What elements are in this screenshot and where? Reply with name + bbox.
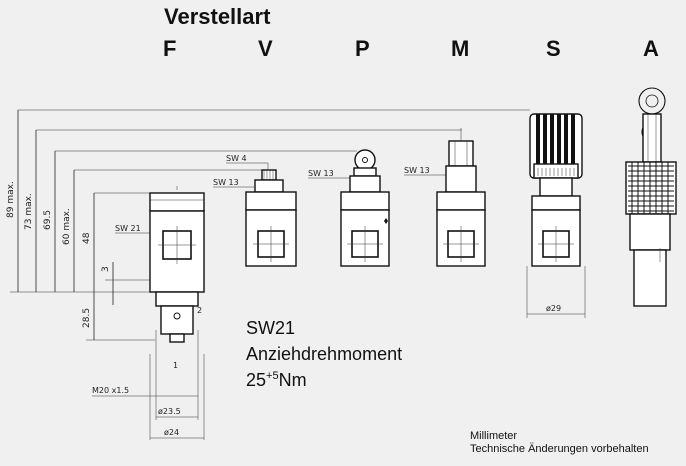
marker-1: 1	[173, 361, 178, 370]
dim-sw4: SW 4	[226, 154, 247, 163]
dim-d29: ø29	[546, 304, 561, 313]
dim-48: 48	[82, 232, 92, 244]
variant-a-drawing	[625, 87, 677, 307]
dim-sw21: SW 21	[115, 224, 141, 233]
torque-heading: Anziehdrehmoment	[246, 344, 403, 364]
dim-89-max: 89 max.	[6, 181, 16, 218]
dim-d24: ø24	[164, 428, 179, 437]
column-letter-p: P	[355, 36, 370, 61]
heading-title: Verstellart	[164, 4, 271, 29]
dim-d23-5: ø23.5	[158, 407, 181, 416]
column-letter-v: V	[258, 36, 273, 61]
column-letter-a: A	[643, 36, 659, 61]
dim-3: 3	[101, 266, 111, 272]
torque-unit: Nm	[278, 370, 307, 390]
torque-number: 25	[246, 370, 267, 390]
dim-sw13-m: SW 13	[404, 166, 430, 175]
height-dimension-lines	[10, 109, 530, 341]
dim-m20-thread: M20 x1.5	[92, 386, 129, 395]
footer-unit-note: Millimeter	[470, 430, 518, 442]
variant-s-drawing	[526, 113, 586, 318]
column-letter-f: F	[163, 36, 177, 61]
column-letter-m: M	[451, 36, 470, 61]
dim-28-5: 28.5	[82, 308, 92, 328]
dim-sw13-v: SW 13	[213, 178, 239, 187]
dim-sw13-p: SW 13	[308, 169, 334, 178]
variant-f-drawing	[149, 186, 205, 343]
torque-tolerance: +5	[266, 370, 279, 382]
torque-sw-label: SW21	[246, 318, 296, 338]
footer-disclaimer: Technische Änderungen vorbehalten	[470, 443, 649, 455]
dim-73-max: 73 max.	[24, 193, 34, 230]
variant-m-drawing	[436, 128, 486, 267]
variant-p-drawing	[340, 149, 390, 267]
torque-value: 25+5Nm	[246, 370, 307, 391]
dim-69-5: 69.5	[43, 210, 53, 230]
variant-v-drawing	[245, 169, 297, 267]
marker-2: 2	[197, 306, 202, 315]
dim-60-max: 60 max.	[62, 208, 72, 245]
column-letter-s: S	[546, 36, 561, 61]
